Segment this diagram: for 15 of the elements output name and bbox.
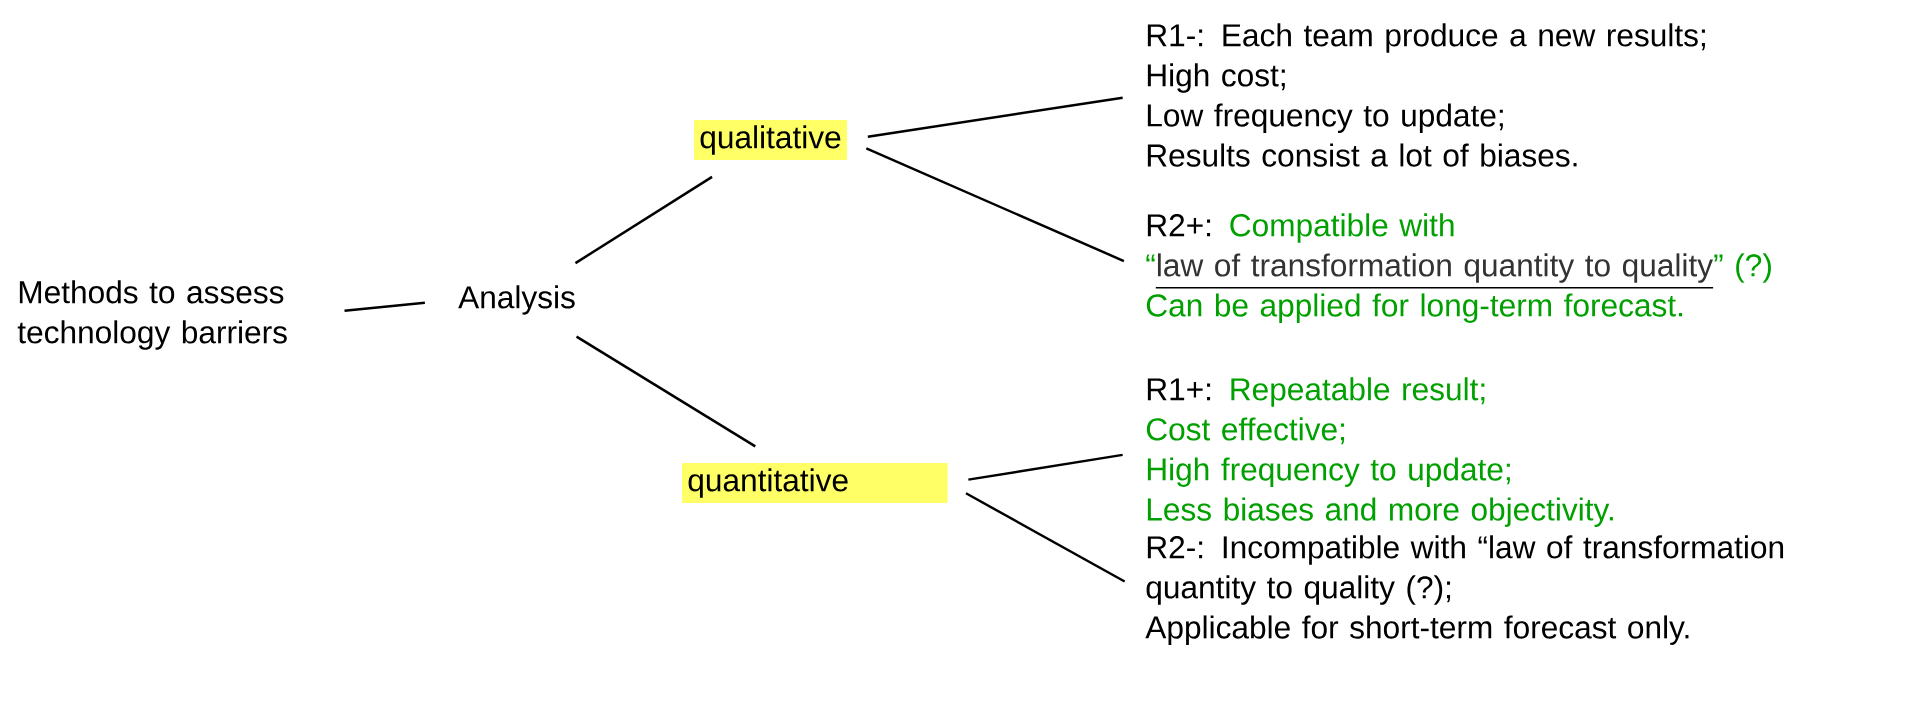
connector-line bbox=[867, 96, 1123, 138]
note-text: R2+: Compatible with “law of transformation quantity to quality” (?) Can be applied for long-term forecast. bbox=[1146, 213, 1771, 323]
note-text: R2-: Incompatible with “law of transformation quantity to quality (?); Applicable for short-term forecast only. bbox=[1145, 535, 1784, 645]
connector-line bbox=[968, 453, 1123, 481]
highlighted-label: quantitative bbox=[682, 463, 948, 503]
note-text: R1+: Repeatable result; Cost effective; High frequency to update; Less biases and more objectivity. bbox=[1146, 377, 1613, 527]
branch-text: Analysis bbox=[458, 285, 575, 315]
note-text: R1-: Each team produce a new results; High cost; Low frequency to update; Results consist a lot of biases. bbox=[1147, 23, 1705, 167]
connector-line bbox=[344, 301, 425, 313]
highlighted-label: qualitative bbox=[694, 120, 847, 160]
connector-line bbox=[575, 335, 756, 448]
connector-line bbox=[865, 147, 1125, 263]
connector-line bbox=[965, 492, 1126, 583]
connector-line bbox=[574, 175, 713, 265]
topic-text: Methods to assess technology barriers bbox=[17, 280, 287, 350]
